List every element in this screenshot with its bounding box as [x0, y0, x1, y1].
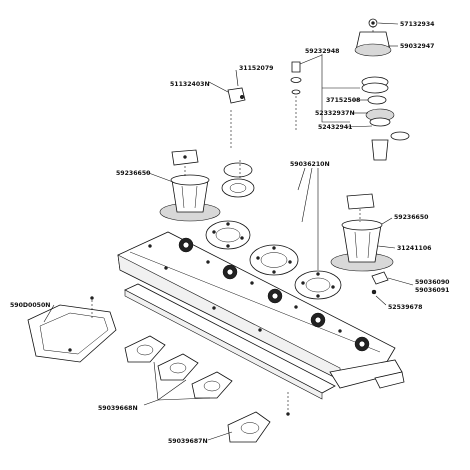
label-31241106: 31241106 [397, 245, 431, 252]
part-labels: 57132934 59032947 59232948 37152508 5233… [10, 21, 450, 445]
disc-3 [294, 270, 342, 300]
label-59232948: 59232948 [305, 48, 339, 55]
guard-strip [124, 283, 336, 400]
bracket [227, 87, 246, 104]
gear-hubs [178, 237, 370, 352]
label-59039668N: 59039668N [98, 405, 138, 412]
cutting-discs [205, 162, 342, 300]
label-590D0050N: 590D0050N [10, 302, 50, 309]
label-37152508: 37152508 [326, 97, 360, 104]
leader-lines [43, 22, 414, 441]
label-59236650-right: 59236650 [394, 214, 429, 221]
knife-holder-single [227, 411, 271, 443]
knife-holders [124, 335, 233, 399]
label-52332937N: 52332937N [315, 110, 355, 117]
disc-2 [249, 244, 299, 276]
side-parts [371, 271, 389, 295]
bolt-stack [290, 61, 302, 95]
label-51132403N: 51132403N [170, 81, 210, 88]
cutter-bar [117, 231, 405, 389]
label-52539678: 52539678 [388, 304, 422, 311]
left-cone-housing [159, 149, 221, 222]
bar-bolts [148, 244, 342, 333]
label-57132934: 57132934 [400, 21, 435, 28]
label-31152079: 31152079 [239, 65, 273, 72]
label-59036090: 59036090 [415, 279, 450, 286]
disc-1 [205, 220, 251, 250]
label-59032947: 59032947 [400, 43, 434, 50]
left-end-shield [27, 304, 117, 363]
label-59036210N: 59036210N [290, 161, 330, 168]
label-59236650-left: 59236650 [116, 170, 151, 177]
hub-stack [354, 18, 410, 161]
label-59036091: 59036091 [415, 287, 449, 294]
right-cone-housing [330, 193, 394, 272]
label-52432941: 52432941 [318, 124, 352, 131]
label-59039687N: 59039687N [168, 438, 208, 445]
